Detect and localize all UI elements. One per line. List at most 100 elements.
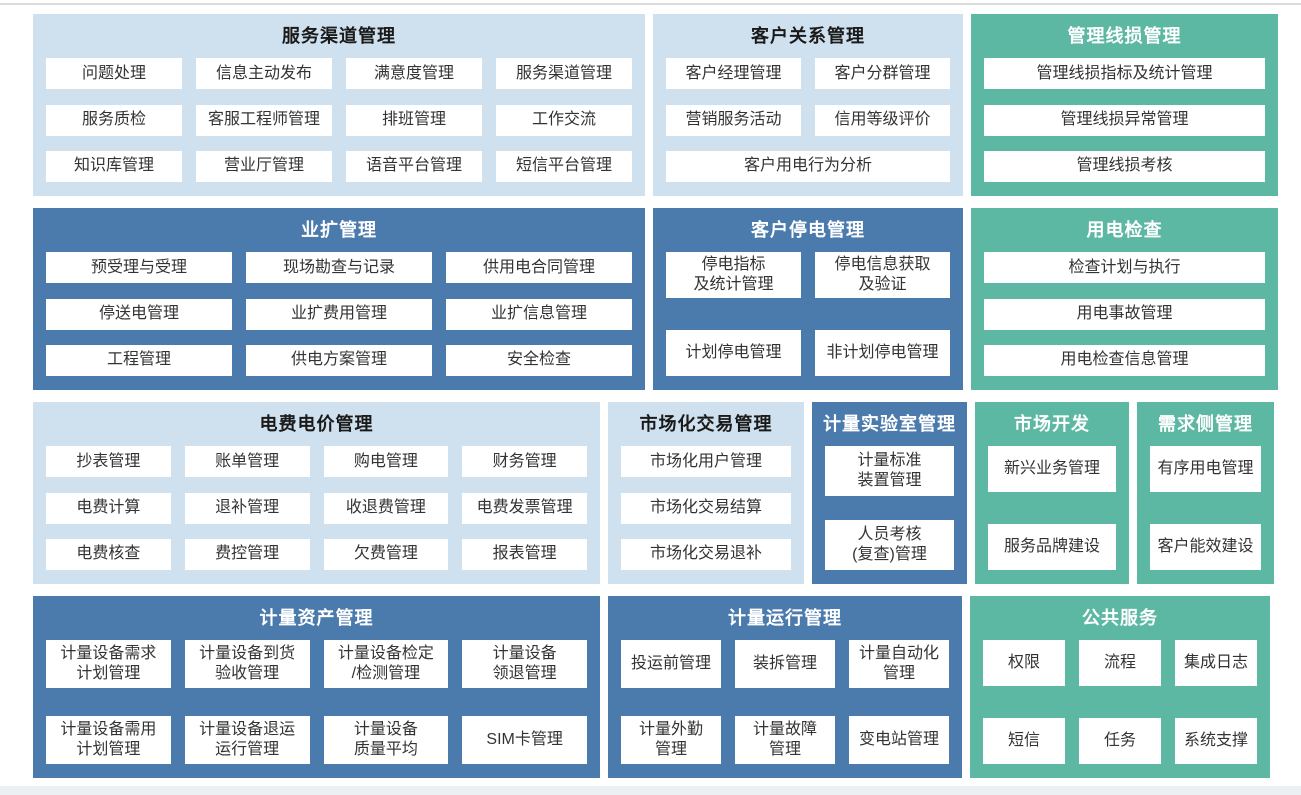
block-items: 有序用电管理客户能效建设 (1137, 436, 1274, 584)
module-item: 抄表管理 (46, 446, 171, 478)
module-item: 变电站管理 (849, 716, 949, 764)
block-items: 检查计划与执行用电事故管理用电检查信息管理 (971, 242, 1278, 390)
module-item: 权限 (983, 640, 1065, 687)
module-item: 管理线损异常管理 (984, 104, 1265, 136)
module-item: 服务渠道管理 (496, 58, 632, 90)
block-items: 管理线损指标及统计管理管理线损异常管理管理线损考核 (971, 48, 1278, 196)
module-item: 计量设备需用 计划管理 (46, 716, 171, 764)
block-items: 计量标准 装置管理人员考核 (复查)管理 (812, 436, 967, 584)
module-item: 计量设备 领退管理 (462, 640, 587, 689)
module-item: 计量故障 管理 (735, 716, 835, 764)
module-item: 供用电合同管理 (446, 252, 632, 284)
page-bottom-edge (0, 786, 1301, 795)
block-title: 电费电价管理 (259, 414, 374, 434)
block-power-inspection: 用电检查检查计划与执行用电事故管理用电检查信息管理 (971, 208, 1278, 390)
block-customer-outage: 客户停电管理停电指标 及统计管理停电信息获取 及验证计划停电管理非计划停电管理 (653, 208, 963, 390)
module-item: 工作交流 (496, 104, 632, 136)
module-item: 现场勘查与记录 (246, 252, 432, 284)
block-row-4: 计量资产管理计量设备需求 计划管理计量设备到货 验收管理计量设备检定 /检测管理… (33, 596, 1279, 778)
module-item: 电费发票管理 (462, 492, 587, 524)
module-item: 营业厅管理 (196, 150, 332, 182)
module-item: 计划停电管理 (666, 330, 801, 376)
block-title: 市场开发 (1014, 414, 1090, 434)
module-item: 财务管理 (462, 446, 587, 478)
module-item: 供电方案管理 (246, 344, 432, 376)
block-items: 计量设备需求 计划管理计量设备到货 验收管理计量设备检定 /检测管理计量设备 领… (33, 630, 600, 778)
module-item: 退补管理 (184, 492, 310, 524)
block-demand-side: 需求侧管理有序用电管理客户能效建设 (1137, 402, 1274, 584)
module-item: 用电事故管理 (984, 298, 1265, 330)
block-items: 问题处理信息主动发布满意度管理服务渠道管理服务质检客服工程师管理排班管理工作交流… (33, 48, 645, 196)
block-market-development: 市场开发新兴业务管理服务品牌建设 (975, 402, 1129, 584)
module-item: 检查计划与执行 (984, 252, 1265, 284)
block-metering-asset: 计量资产管理计量设备需求 计划管理计量设备到货 验收管理计量设备检定 /检测管理… (33, 596, 600, 778)
module-item: 服务质检 (46, 104, 182, 136)
module-item: 客服工程师管理 (196, 104, 332, 136)
module-item: 电费计算 (46, 492, 171, 524)
block-title: 客户关系管理 (751, 26, 865, 46)
module-item: 停送电管理 (46, 298, 232, 330)
block-title: 计量运行管理 (728, 608, 842, 628)
module-item: 计量设备 质量平均 (323, 716, 449, 764)
module-item: 计量设备检定 /检测管理 (323, 640, 449, 689)
module-item: 装拆管理 (735, 640, 835, 689)
module-item: 计量自动化 管理 (849, 640, 949, 689)
block-title: 业扩管理 (301, 220, 377, 240)
block-row-2: 业扩管理预受理与受理现场勘查与记录供用电合同管理停送电管理业扩费用管理业扩信息管… (33, 208, 1279, 390)
module-item: 信用等级评价 (815, 104, 950, 136)
module-item: 停电信息获取 及验证 (815, 252, 950, 299)
module-item: 系统支撑 (1175, 718, 1257, 764)
block-items: 权限流程集成日志短信任务系统支撑 (970, 630, 1270, 778)
block-metering-lab: 计量实验室管理计量标准 装置管理人员考核 (复查)管理 (812, 402, 967, 584)
module-item: 计量设备到货 验收管理 (184, 640, 310, 689)
module-item: 业扩费用管理 (246, 298, 432, 330)
module-item: 新兴业务管理 (988, 446, 1116, 493)
block-metering-operation: 计量运行管理投运前管理装拆管理计量自动化 管理计量外勤 管理计量故障 管理变电站… (608, 596, 962, 778)
module-item: 排班管理 (346, 104, 482, 136)
module-item: 停电指标 及统计管理 (666, 252, 801, 299)
block-service-channel: 服务渠道管理问题处理信息主动发布满意度管理服务渠道管理服务质检客服工程师管理排班… (33, 14, 645, 196)
module-item: 计量外勤 管理 (621, 716, 721, 764)
block-items: 客户经理管理客户分群管理营销服务活动信用等级评价客户用电行为分析 (653, 48, 963, 196)
block-title: 服务渠道管理 (282, 26, 396, 46)
block-billing-pricing: 电费电价管理抄表管理账单管理购电管理财务管理电费计算退补管理收退费管理电费发票管… (33, 402, 600, 584)
module-item: 集成日志 (1175, 640, 1257, 687)
module-item: 计量设备需求 计划管理 (46, 640, 171, 689)
block-title: 用电检查 (1086, 220, 1163, 240)
module-item: 市场化交易退补 (621, 538, 791, 570)
module-item: 报表管理 (462, 538, 587, 570)
module-item: 计量标准 装置管理 (825, 446, 954, 497)
module-item: 市场化交易结算 (621, 492, 791, 524)
block-business-expansion: 业扩管理预受理与受理现场勘查与记录供用电合同管理停送电管理业扩费用管理业扩信息管… (33, 208, 645, 390)
block-items: 预受理与受理现场勘查与记录供用电合同管理停送电管理业扩费用管理业扩信息管理工程管… (33, 242, 645, 390)
module-item: 有序用电管理 (1150, 446, 1261, 493)
block-title: 计量资产管理 (259, 608, 374, 628)
module-item: 购电管理 (323, 446, 449, 478)
module-item: 问题处理 (46, 58, 182, 90)
module-item: 客户能效建设 (1150, 524, 1261, 570)
block-title: 管理线损管理 (1067, 26, 1182, 46)
block-customer-relation: 客户关系管理客户经理管理客户分群管理营销服务活动信用等级评价客户用电行为分析 (653, 14, 963, 196)
block-items: 抄表管理账单管理购电管理财务管理电费计算退补管理收退费管理电费发票管理电费核查费… (33, 436, 600, 584)
block-items: 投运前管理装拆管理计量自动化 管理计量外勤 管理计量故障 管理变电站管理 (608, 630, 962, 778)
block-row-1: 服务渠道管理问题处理信息主动发布满意度管理服务渠道管理服务质检客服工程师管理排班… (33, 14, 1279, 196)
module-item: 收退费管理 (323, 492, 449, 524)
module-item: 管理线损指标及统计管理 (984, 58, 1265, 90)
module-item: 知识库管理 (46, 150, 182, 182)
module-item: 投运前管理 (621, 640, 721, 689)
block-title: 客户停电管理 (751, 220, 865, 240)
module-item: 费控管理 (184, 538, 310, 570)
module-item: 短信平台管理 (496, 150, 632, 182)
module-item: 短信 (983, 718, 1065, 764)
block-title: 计量实验室管理 (823, 414, 956, 434)
block-market-transaction: 市场化交易管理市场化用户管理市场化交易结算市场化交易退补 (608, 402, 804, 584)
module-item: 市场化用户管理 (621, 446, 791, 478)
module-item: 客户经理管理 (666, 58, 801, 90)
module-item: 任务 (1079, 718, 1161, 764)
module-item: 计量设备退运 运行管理 (184, 716, 310, 764)
block-items: 新兴业务管理服务品牌建设 (975, 436, 1129, 584)
block-title: 公共服务 (1082, 608, 1158, 628)
block-row-3: 电费电价管理抄表管理账单管理购电管理财务管理电费计算退补管理收退费管理电费发票管… (33, 402, 1279, 584)
module-item: 安全检查 (446, 344, 632, 376)
module-item: 流程 (1079, 640, 1161, 687)
